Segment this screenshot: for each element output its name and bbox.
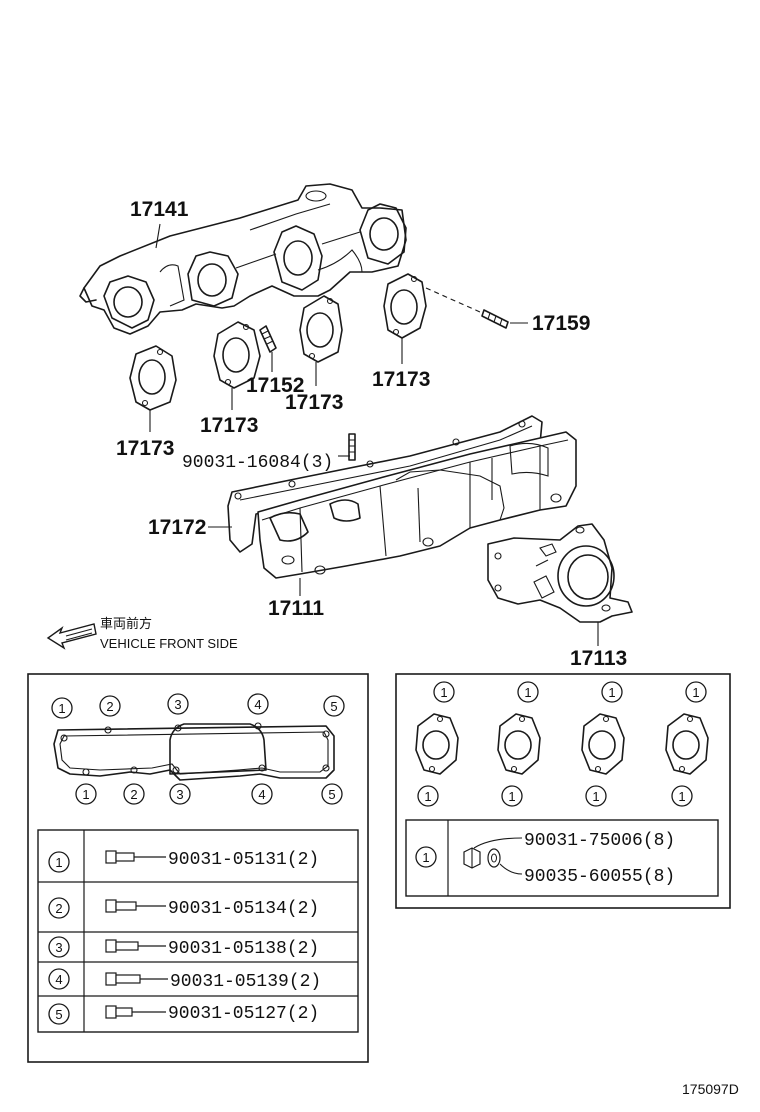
bolt-row-4: 4 90031-05139(2) bbox=[48, 968, 321, 992]
bolt-icon bbox=[105, 899, 166, 913]
stud-17159 bbox=[425, 287, 528, 329]
label-17159: 17159 bbox=[532, 312, 590, 335]
front-arrow-icon bbox=[46, 623, 97, 650]
flange-number-top-1: 1 bbox=[433, 681, 455, 703]
gasket-top-number-5: 5 bbox=[323, 695, 345, 717]
gasket-bottom-number-2: 2 bbox=[123, 783, 145, 805]
svg-text:2: 2 bbox=[55, 901, 62, 916]
label-17173-a: 17173 bbox=[116, 437, 174, 460]
gasket-outline-bolt-map bbox=[53, 722, 335, 781]
bolt-row-3: 3 90031-05138(2) bbox=[48, 936, 319, 959]
bolt-row-5: 5 90031-05127(2) bbox=[48, 1003, 319, 1025]
nut-row-1: 1 90031-75006(8) 90035-60055(8) bbox=[415, 831, 675, 887]
svg-text:90031-75006(8): 90031-75006(8) bbox=[524, 831, 675, 851]
flange-gasket-3 bbox=[581, 713, 625, 775]
svg-text:90031-05131(2): 90031-05131(2) bbox=[168, 850, 319, 870]
svg-text:3: 3 bbox=[174, 697, 181, 712]
svg-text:4: 4 bbox=[258, 787, 265, 802]
svg-text:1: 1 bbox=[608, 685, 615, 700]
flange-gasket-4 bbox=[665, 713, 709, 775]
svg-text:90035-60055(8): 90035-60055(8) bbox=[524, 867, 675, 887]
front-side-label-jp: 車両前方 bbox=[100, 616, 152, 631]
svg-text:1: 1 bbox=[592, 789, 599, 804]
flange-number-bottom-1: 1 bbox=[417, 785, 439, 807]
svg-text:4: 4 bbox=[55, 972, 62, 987]
svg-text:2: 2 bbox=[106, 699, 113, 714]
bolt-row-2: 2 90031-05134(2) bbox=[48, 897, 319, 919]
svg-text:1: 1 bbox=[508, 789, 515, 804]
flange-gasket-1 bbox=[415, 713, 459, 775]
flange-number-bottom-3: 1 bbox=[585, 785, 607, 807]
bolt-table-grid bbox=[37, 829, 359, 1033]
exhaust-manifold-17141 bbox=[79, 183, 407, 335]
nut-icon bbox=[463, 847, 481, 869]
flange-number-top-4: 1 bbox=[685, 681, 707, 703]
gasket-top-number-3: 3 bbox=[167, 693, 189, 715]
flange-number-top-2: 1 bbox=[517, 681, 539, 703]
svg-text:5: 5 bbox=[328, 787, 335, 802]
gasket-top-number-1: 1 bbox=[51, 697, 73, 719]
svg-text:5: 5 bbox=[55, 1007, 62, 1022]
flange-number-top-3: 1 bbox=[601, 681, 623, 703]
intake-elbow-17113 bbox=[487, 523, 633, 623]
label-17173-d: 17173 bbox=[372, 368, 430, 391]
label-17172: 17172 bbox=[148, 516, 206, 539]
flange-number-bottom-2: 1 bbox=[501, 785, 523, 807]
gasket-top-number-4: 4 bbox=[247, 693, 269, 715]
gasket-bottom-number-4: 4 bbox=[251, 783, 273, 805]
svg-text:1: 1 bbox=[440, 685, 447, 700]
flange-number-bottom-4: 1 bbox=[671, 785, 693, 807]
svg-text:90031-05139(2): 90031-05139(2) bbox=[170, 972, 321, 992]
svg-text:1: 1 bbox=[55, 855, 62, 870]
diagram-id: 175097D bbox=[682, 1081, 739, 1097]
svg-text:1: 1 bbox=[424, 789, 431, 804]
bolt-icon bbox=[105, 1005, 166, 1019]
gasket-top-number-2: 2 bbox=[99, 695, 121, 717]
svg-text:1: 1 bbox=[58, 701, 65, 716]
svg-text:90031-05138(2): 90031-05138(2) bbox=[168, 939, 319, 959]
svg-text:5: 5 bbox=[330, 699, 337, 714]
svg-text:2: 2 bbox=[130, 787, 137, 802]
leader-17141 bbox=[155, 223, 161, 249]
bolt-icon bbox=[105, 850, 166, 864]
bolt-icon bbox=[105, 939, 166, 953]
label-17141: 17141 bbox=[130, 198, 189, 221]
bolt-icon bbox=[105, 972, 168, 986]
label-17152: 17152 bbox=[246, 374, 304, 397]
stud-90031-16084 bbox=[338, 433, 356, 461]
svg-text:90031-05127(2): 90031-05127(2) bbox=[168, 1004, 319, 1024]
gasket-17173-a bbox=[129, 345, 177, 411]
gasket-17173-d bbox=[383, 273, 427, 339]
stud-17152 bbox=[259, 325, 277, 372]
label-17173-c: 17173 bbox=[285, 391, 343, 414]
label-17113: 17113 bbox=[570, 647, 627, 670]
left-bolt-table bbox=[27, 673, 369, 1063]
svg-text:90031-05134(2): 90031-05134(2) bbox=[168, 899, 319, 919]
front-side-label-en: VEHICLE FRONT SIDE bbox=[100, 636, 238, 651]
washer-icon bbox=[487, 848, 501, 868]
gasket-17173-b bbox=[213, 321, 261, 389]
svg-text:1: 1 bbox=[678, 789, 685, 804]
svg-text:1: 1 bbox=[422, 850, 429, 865]
label-17111: 17111 bbox=[268, 597, 324, 620]
gasket-bottom-number-1: 1 bbox=[75, 783, 97, 805]
nut-table-grid bbox=[405, 819, 719, 897]
label-17173-b: 17173 bbox=[200, 414, 258, 437]
svg-text:3: 3 bbox=[176, 787, 183, 802]
gasket-bottom-number-5: 5 bbox=[321, 783, 343, 805]
svg-text:3: 3 bbox=[55, 940, 62, 955]
svg-text:1: 1 bbox=[82, 787, 89, 802]
svg-text:1: 1 bbox=[524, 685, 531, 700]
right-nut-table bbox=[395, 673, 731, 909]
svg-text:1: 1 bbox=[692, 685, 699, 700]
intake-manifold-17111 bbox=[257, 431, 577, 579]
gasket-bottom-number-3: 3 bbox=[169, 783, 191, 805]
gasket-17173-c bbox=[299, 295, 343, 363]
bolt-row-1: 1 90031-05131(2) bbox=[48, 850, 319, 873]
svg-text:4: 4 bbox=[254, 697, 261, 712]
label-90031-16084: 90031-16084(3) bbox=[182, 453, 333, 473]
flange-gasket-2 bbox=[497, 713, 541, 775]
